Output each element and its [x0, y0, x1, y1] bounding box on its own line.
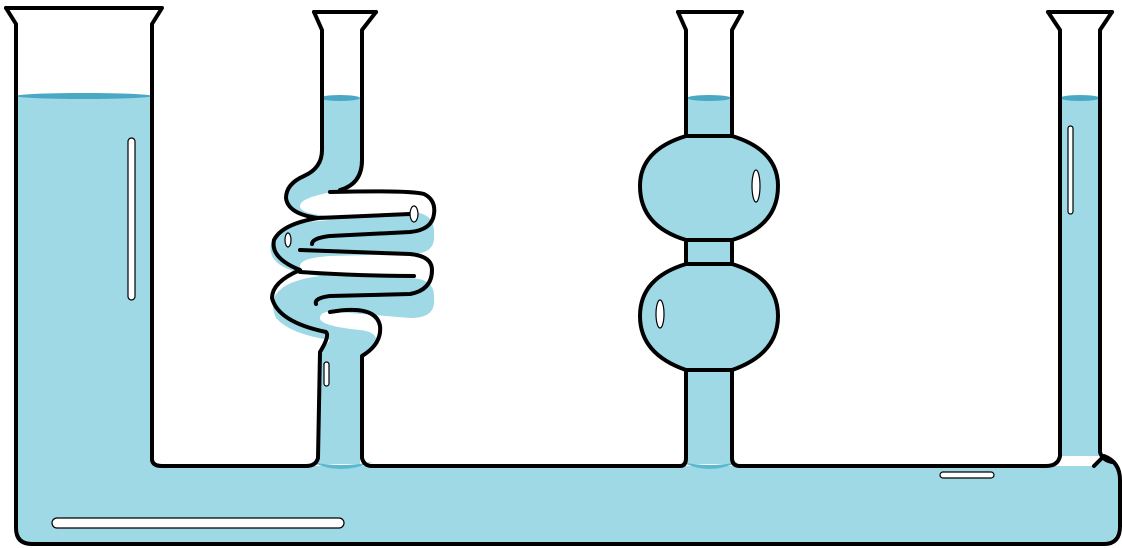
glass-highlights	[51, 125, 1074, 529]
surface-wide-beaker	[16, 93, 152, 99]
surface-bulb-tube	[687, 95, 731, 101]
coil-tube-water	[270, 98, 434, 464]
bulb-tube-outline-right	[730, 10, 780, 468]
coil-loop-1-inner	[316, 212, 412, 220]
highlight-base-pipe-right	[939, 471, 995, 479]
highlight-coil-2	[284, 232, 292, 248]
bulb-tube-outline	[638, 10, 688, 468]
coil-loop-2-inner	[298, 270, 416, 278]
surface-coiled-tube	[320, 95, 360, 101]
wide-beaker-outline	[4, 6, 1122, 546]
highlight-coil-stem	[323, 361, 330, 387]
coiled-tube-outline-right	[338, 10, 378, 192]
wide-beaker-rim	[4, 6, 308, 468]
junction-shadow-bulb	[682, 462, 738, 469]
coil-loop-1	[310, 189, 437, 246]
bulb-tube-water	[640, 98, 778, 464]
base-top-right	[738, 454, 1062, 468]
highlight-coil-1	[409, 205, 419, 223]
water-surfaces	[16, 93, 1100, 469]
highlight-base-pipe-left	[51, 517, 345, 529]
coil-loop-2	[298, 248, 434, 306]
glass-outlines	[4, 6, 1122, 546]
highlight-bulb-lower	[655, 299, 665, 329]
narrow-tube-outline	[1046, 10, 1114, 464]
coiled-tube-outline-left	[270, 10, 330, 468]
highlight-wide-beaker	[127, 137, 136, 301]
highlight-bulb-upper	[751, 169, 761, 203]
highlight-narrow-tube	[1067, 125, 1074, 215]
coil-bottom	[328, 307, 383, 468]
junction-shadow-coil	[312, 462, 372, 469]
narrow-tube-water	[1060, 98, 1100, 456]
base-water	[16, 96, 1118, 542]
surface-narrow-tube	[1060, 95, 1100, 101]
